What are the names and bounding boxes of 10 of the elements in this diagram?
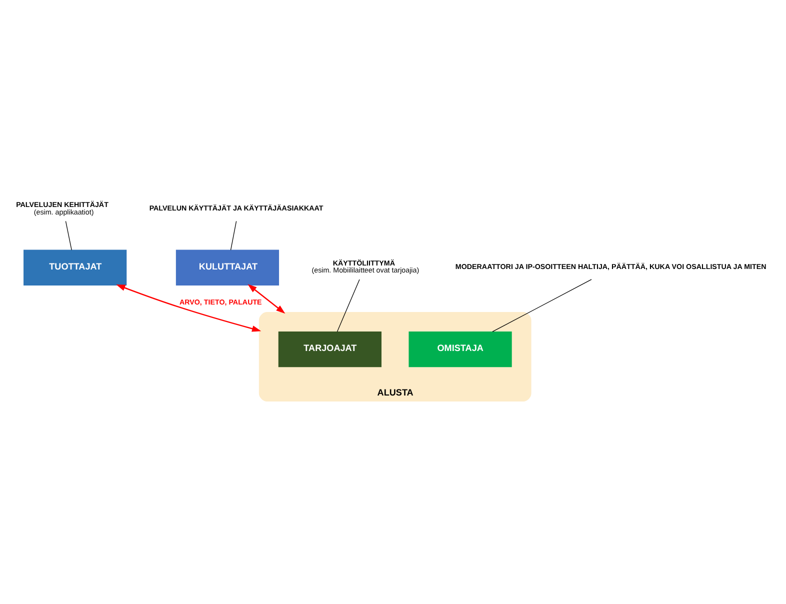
connector bbox=[336, 279, 360, 332]
connector bbox=[492, 279, 592, 332]
connector bbox=[65, 220, 72, 250]
node-box: KULUTTAJAT bbox=[176, 250, 280, 286]
connector bbox=[230, 220, 237, 250]
node-box: TARJOAJAT bbox=[278, 332, 382, 368]
arrow bbox=[116, 284, 262, 332]
arrow bbox=[248, 284, 286, 314]
node-box: TUOTTAJAT bbox=[24, 250, 127, 286]
node-box: OMISTAJA bbox=[408, 332, 512, 368]
